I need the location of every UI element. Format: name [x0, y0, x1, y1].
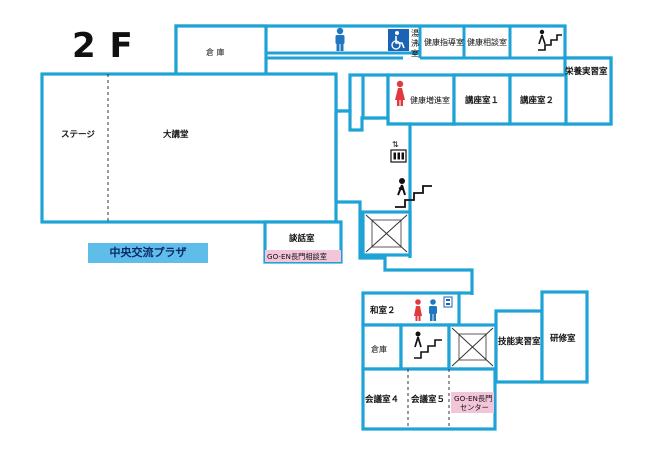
room-lecture1: [452, 73, 512, 126]
label-talk-room: 談話室: [289, 233, 315, 244]
label-conf5: 会議室５: [410, 394, 445, 405]
plaza-label: 中央交流プラザ: [88, 243, 208, 263]
label-goen-center-2: センター: [460, 403, 489, 412]
stairs-icon: [395, 178, 432, 208]
floor-plan-walls: [40, 24, 613, 431]
room-skills-lab: [494, 309, 544, 384]
label-goen-center-1: GO-EN長門: [454, 394, 492, 403]
stairs-icon-lower: [414, 331, 442, 359]
label-storage-top: 倉 庫: [206, 47, 225, 57]
label-stage: ステージ: [61, 130, 95, 140]
goen-center-bg: [451, 392, 494, 413]
room-storage-small: [361, 323, 403, 371]
stairs-icon-top: [538, 29, 562, 51]
label-nutrition-lab: 栄養実習室: [564, 66, 608, 77]
label-lecture2: 講座室２: [520, 95, 554, 106]
label-storage-small: 倉庫: [371, 344, 387, 354]
stairwell-void-icon: [365, 214, 494, 367]
stairs-lower: [399, 323, 451, 371]
room-training: [540, 290, 589, 384]
label-skills-lab: 技能実習室: [498, 336, 541, 347]
label-bath-2: 沸: [411, 38, 419, 48]
male-restroom-icon: [335, 27, 345, 51]
female-restroom-icon: [395, 80, 405, 106]
label-conf4: 会議室４: [364, 394, 399, 405]
elevator-icon: ⇅: [390, 140, 407, 163]
label-health-consult: 健康相談室: [467, 37, 507, 47]
label-training-room: 研修室: [550, 333, 576, 344]
accessible-restroom-icon-lower: [443, 296, 453, 308]
svg-text:⇅: ⇅: [392, 140, 399, 149]
room-lecture2: [508, 73, 568, 126]
room-main-hall: [40, 72, 338, 224]
label-lecture1: 講座室１: [465, 95, 499, 106]
goen-consult-bg: [265, 250, 341, 262]
label-health-guidance: 健康指導室: [424, 37, 464, 47]
label-washitsu2: 和室２: [370, 305, 396, 316]
label-main-hall: 大講堂: [163, 129, 189, 140]
label-bath-3: 室: [411, 48, 419, 58]
accessible-restroom-icon: [388, 29, 409, 51]
floor-label: 2 F: [72, 26, 134, 66]
label-health-promotion: 健康増進室: [410, 95, 450, 105]
label-goen-consult: GO-EN長門相談室: [267, 252, 327, 261]
male-restroom-icon-lower: [429, 299, 437, 321]
room-conf-block: [361, 367, 497, 431]
label-bath-1: 湯: [411, 28, 419, 38]
female-restroom-icon-lower: [414, 299, 422, 321]
